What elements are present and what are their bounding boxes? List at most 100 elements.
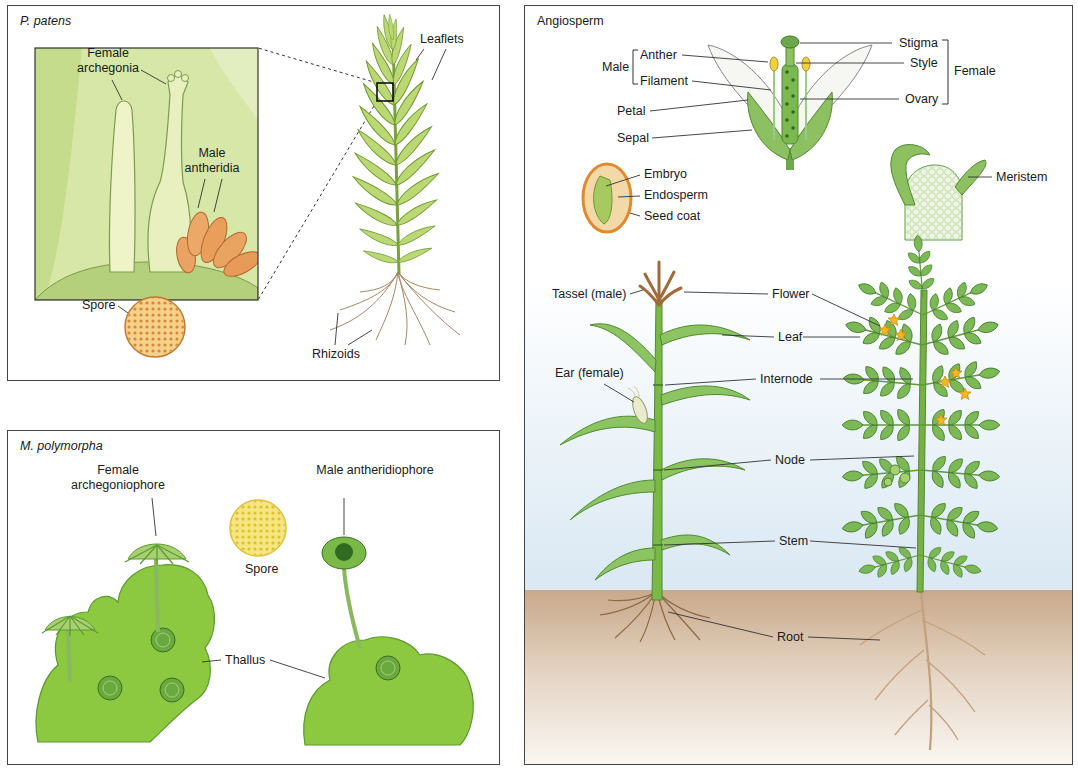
tomato-root	[921, 590, 931, 750]
thallus	[381, 661, 395, 675]
archegoniophore	[156, 545, 157, 565]
leader-line	[800, 99, 899, 100]
leader-line	[664, 541, 775, 545]
part-label: Endosperm	[644, 188, 708, 203]
flower	[786, 46, 794, 66]
meristem	[891, 145, 930, 205]
tomato-plant	[841, 307, 927, 362]
archegoniophore	[56, 616, 70, 635]
maize-plant	[659, 272, 674, 300]
leader-line	[344, 498, 345, 535]
leader-line	[664, 460, 771, 470]
flower	[785, 70, 795, 138]
flower	[791, 94, 795, 98]
tomato-plant	[879, 324, 891, 336]
maize-plant	[560, 324, 750, 580]
leader-line	[630, 213, 640, 216]
leader-line	[630, 290, 643, 294]
leader-line	[808, 637, 880, 640]
spore	[125, 297, 185, 357]
leader-line	[650, 100, 748, 111]
tomato-plant	[935, 414, 947, 426]
rhizoids	[398, 272, 430, 345]
leader-line	[112, 80, 122, 100]
tomato-plant	[903, 234, 937, 299]
flower	[791, 110, 795, 114]
leader-line	[820, 379, 913, 380]
maize-plant	[653, 469, 663, 471]
moss-inset	[175, 71, 182, 78]
tomato-plant	[839, 497, 923, 546]
leader-line	[118, 306, 128, 313]
leader-line	[202, 660, 221, 662]
leader-line	[668, 612, 773, 637]
zoom-square	[377, 83, 393, 101]
tomato-plant	[959, 388, 971, 400]
flower	[770, 57, 778, 71]
maize-plant	[595, 548, 655, 580]
thallus	[304, 637, 474, 745]
bracket	[633, 50, 638, 84]
archegoniophore	[140, 545, 157, 564]
flower	[785, 134, 789, 138]
maize-plant	[630, 395, 651, 425]
maize-plant	[570, 480, 655, 520]
part-label: Seed coat	[644, 209, 700, 224]
flower	[802, 57, 810, 71]
moss-inset	[182, 75, 189, 82]
moss-gametophore	[352, 149, 398, 190]
maize-root	[608, 592, 657, 601]
spore	[231, 501, 285, 555]
tomato-root	[895, 700, 928, 735]
part-label: Rhizoids	[312, 347, 360, 362]
rhizoids	[330, 272, 398, 330]
tomato-root	[875, 650, 924, 700]
tomato-plant	[950, 367, 962, 379]
tomato-plant	[839, 234, 1003, 592]
part-label: Female archegonia	[67, 46, 149, 76]
archegoniophore	[125, 545, 189, 565]
maize-plant	[653, 384, 663, 386]
leader-line	[198, 179, 205, 208]
flower	[781, 36, 799, 48]
tomato-plant	[884, 478, 892, 486]
moss-inset	[210, 48, 258, 120]
part-label: Female archegoniophore	[58, 463, 178, 493]
leader-line	[112, 70, 222, 212]
rhizoids	[398, 272, 407, 345]
leader-line	[214, 179, 222, 212]
moss-gametophore	[392, 147, 438, 188]
maize-plant	[628, 386, 639, 398]
thallus	[151, 628, 175, 652]
thallus	[156, 633, 170, 647]
moss-gametophore	[396, 223, 437, 247]
flower	[805, 70, 807, 140]
maize-root	[657, 592, 700, 640]
tomato-plant	[919, 353, 1003, 402]
part-label: Ovary	[905, 92, 938, 107]
leader-line	[604, 290, 916, 640]
leader-line	[810, 456, 914, 460]
tomato-root	[860, 590, 985, 750]
leader-line	[606, 175, 640, 216]
part-label: Stem	[779, 534, 808, 549]
leader-line	[141, 70, 166, 84]
tomato-plant	[852, 270, 930, 330]
tomato-plant	[921, 407, 1000, 443]
tomato-plant	[842, 407, 921, 443]
leader-line	[803, 337, 860, 338]
maize-plant	[645, 274, 659, 300]
zoom-lines	[258, 48, 377, 300]
leader-line	[722, 335, 774, 337]
rhizoids	[398, 272, 440, 290]
tomato-plant	[917, 497, 1001, 546]
moss-inset	[168, 75, 175, 82]
panel-title: P. patens	[20, 14, 71, 29]
rhizoids	[360, 272, 398, 292]
tomato-plant	[895, 329, 907, 341]
thallus	[103, 633, 395, 697]
flower	[708, 36, 872, 170]
antheridiophore	[322, 537, 366, 648]
moss-gametophore	[388, 14, 395, 40]
